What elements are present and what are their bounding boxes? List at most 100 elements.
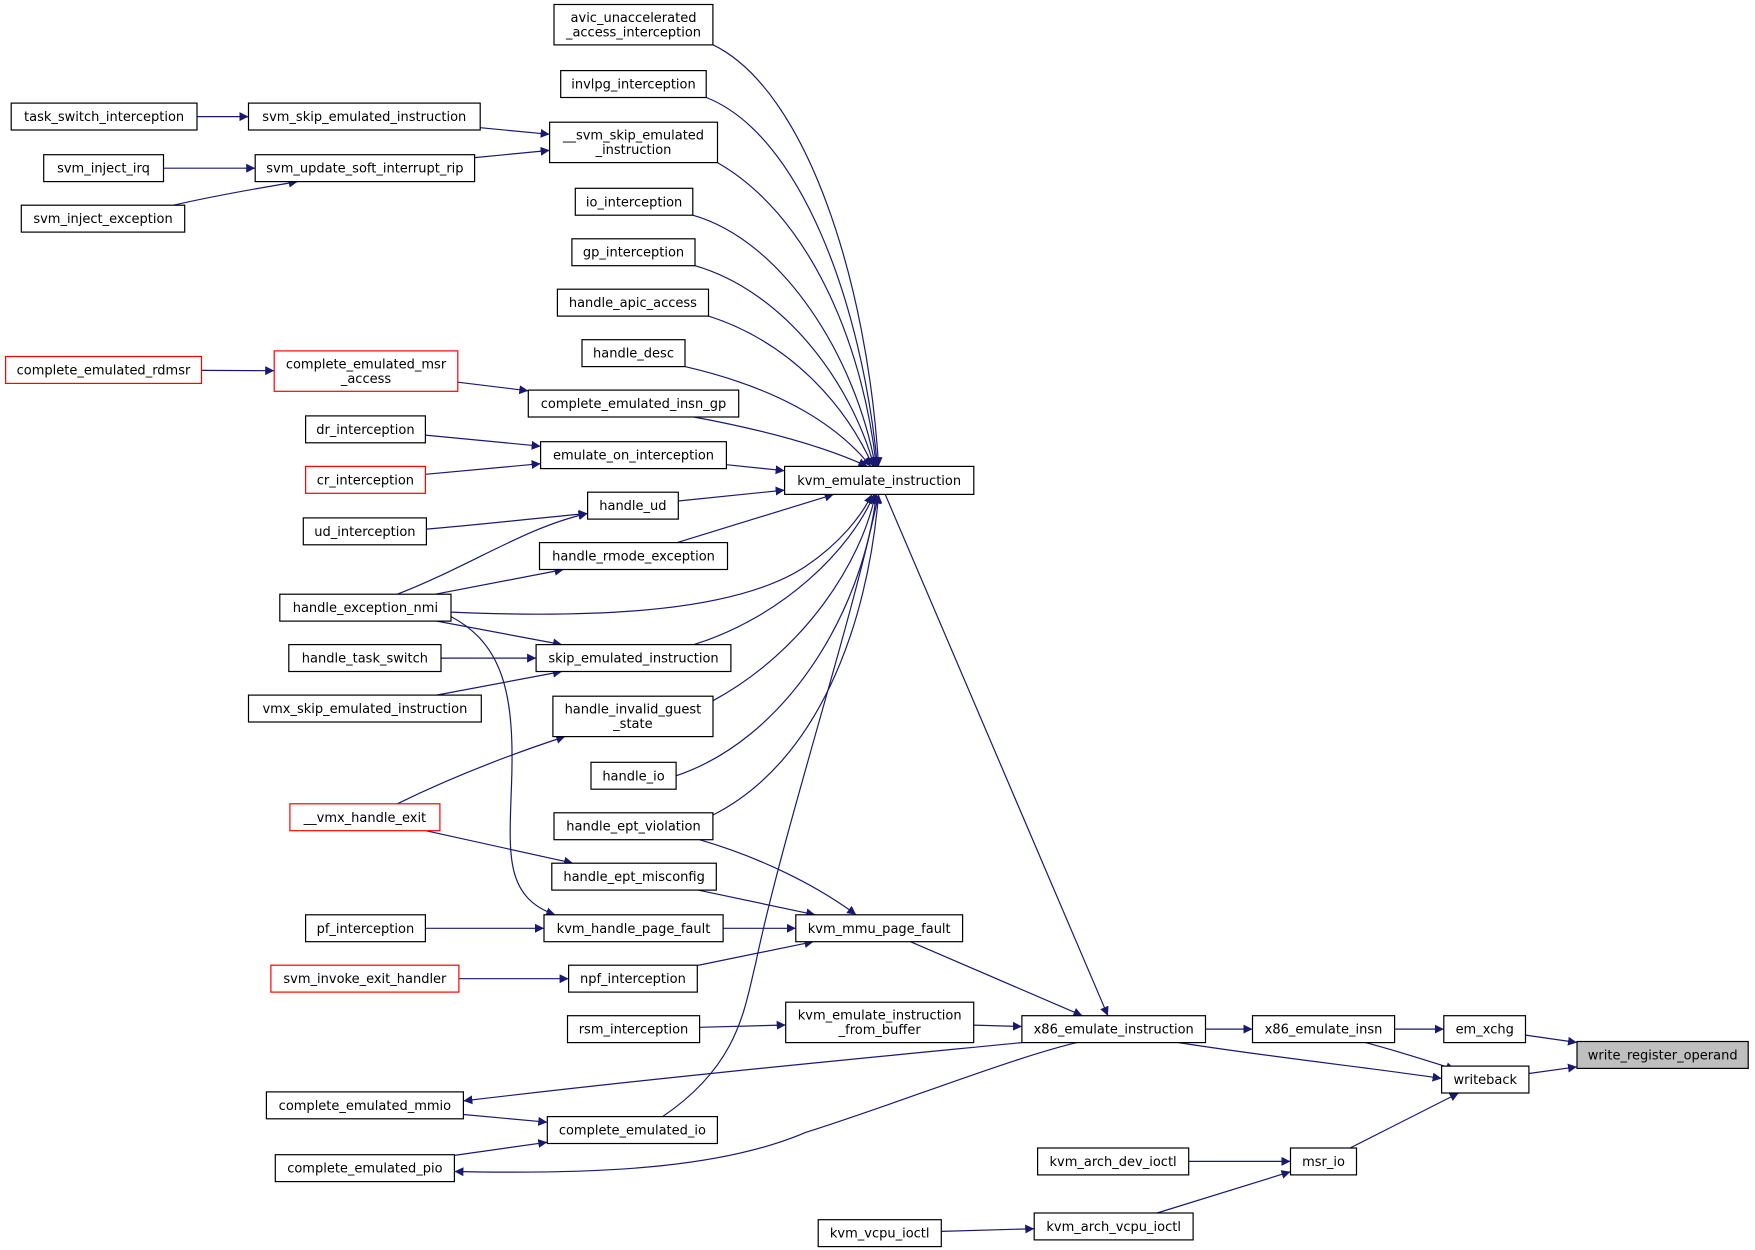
node-handle_invalid_guest_state[interactable]: handle_invalid_guest_state — [552, 695, 714, 738]
node-handle_io[interactable]: handle_io — [590, 761, 677, 790]
node-kvm_arch_dev_ioctl[interactable]: kvm_arch_dev_ioctl — [1036, 1147, 1190, 1176]
node-handle_apic_access[interactable]: handle_apic_access — [556, 288, 710, 317]
node-box — [571, 238, 696, 267]
node-svm_skip_emulated_instruction[interactable]: svm_skip_emulated_instruction — [247, 102, 481, 131]
node-label: _access — [340, 372, 392, 387]
node-handle_ud[interactable]: handle_ud — [586, 491, 679, 520]
node-io_interception[interactable]: io_interception — [574, 187, 694, 216]
node-label: svm_inject_exception — [33, 212, 172, 227]
node-handle_desc[interactable]: handle_desc — [581, 339, 686, 368]
node-box — [553, 812, 714, 841]
node-writeback[interactable]: writeback — [1440, 1065, 1530, 1094]
node-label: handle_rmode_exception — [552, 550, 715, 565]
node-box — [305, 415, 427, 444]
edge-writeback-to-write_register_operand — [1528, 1063, 1578, 1075]
node-complete_emulated_rdmsr[interactable]: complete_emulated_rdmsr — [4, 355, 203, 384]
node-box — [539, 441, 727, 470]
node-box — [270, 964, 460, 993]
node-box — [566, 1015, 701, 1044]
edge-svm_skip_emulated_instruction-to-__svm_skip_emulated_instruction — [480, 127, 550, 138]
node-complete_emulated_msr_access[interactable]: complete_emulated_msr_access — [273, 350, 459, 392]
node-handle_task_switch[interactable]: handle_task_switch — [288, 643, 442, 673]
edge-kvm_arch_vcpu_ioctl-to-msr_io — [1156, 1170, 1291, 1214]
node-label: handle_desc — [593, 347, 674, 362]
node-npf_interception[interactable]: npf_interception — [567, 964, 698, 993]
node-box — [785, 1001, 975, 1044]
node-kvm_arch_vcpu_ioctl[interactable]: kvm_arch_vcpu_ioctl — [1033, 1212, 1194, 1241]
node-box — [552, 695, 714, 738]
edge-cr_interception-to-emulate_on_interception — [425, 460, 541, 475]
node-box — [817, 1219, 942, 1248]
node-label: kvm_arch_vcpu_ioctl — [1046, 1220, 1181, 1235]
node-label: emulate_on_interception — [553, 449, 714, 464]
node-kvm_vcpu_ioctl[interactable]: kvm_vcpu_ioctl — [817, 1219, 942, 1248]
node-label: vmx_skip_emulated_instruction — [262, 702, 467, 717]
node-box — [535, 643, 732, 673]
node-label: complete_emulated_insn_gp — [541, 397, 726, 412]
node-box — [556, 288, 710, 317]
node-ud_interception[interactable]: ud_interception — [302, 517, 427, 546]
node-label: handle_task_switch — [302, 652, 428, 667]
node-kvm_mmu_page_fault[interactable]: kvm_mmu_page_fault — [795, 914, 964, 943]
node-skip_emulated_instruction[interactable]: skip_emulated_instruction — [535, 643, 732, 673]
edge-x86_emulate_instruction-to-writeback — [1178, 1042, 1442, 1082]
node-dr_interception[interactable]: dr_interception — [305, 415, 427, 444]
node-complete_emulated_io[interactable]: complete_emulated_io — [546, 1115, 718, 1145]
node-complete_emulated_insn_gp[interactable]: complete_emulated_insn_gp — [527, 389, 740, 418]
node-box — [1021, 1015, 1207, 1044]
node-kvm_handle_page_fault[interactable]: kvm_handle_page_fault — [543, 914, 724, 943]
node-invlpg_interception[interactable]: invlpg_interception — [560, 69, 707, 99]
node-__svm_skip_emulated_instruction[interactable]: __svm_skip_emulated_instruction — [548, 121, 719, 164]
node-svm_inject_irq[interactable]: svm_inject_irq — [43, 154, 165, 183]
edge-npf_interception-to-kvm_mmu_page_fault — [697, 939, 814, 967]
node-box — [567, 964, 698, 993]
node-kvm_emulate_instruction[interactable]: kvm_emulate_instruction — [783, 465, 975, 495]
node-box — [527, 389, 740, 418]
node-box — [305, 914, 427, 943]
edge-complete_emulated_pio-to-complete_emulated_io — [454, 1139, 548, 1156]
node-handle_ept_misconfig[interactable]: handle_ept_misconfig — [551, 862, 717, 891]
node-svm_invoke_exit_handler[interactable]: svm_invoke_exit_handler — [270, 964, 460, 993]
node-gp_interception[interactable]: gp_interception — [571, 238, 696, 267]
edge-vmx_skip_emulated_instruction-to-skip_emulated_instruction — [436, 668, 563, 696]
node-label: handle_invalid_guest — [565, 703, 702, 718]
edge-handle_ept_misconfig-to-kvm_mmu_page_fault — [697, 889, 816, 918]
node-handle_exception_nmi[interactable]: handle_exception_nmi — [279, 593, 452, 622]
node-svm_update_soft_interrupt_rip[interactable]: svm_update_soft_interrupt_rip — [254, 154, 476, 183]
edge-handle_ept_violation-to-kvm_mmu_page_fault — [699, 839, 857, 916]
node-pf_interception[interactable]: pf_interception — [305, 914, 427, 943]
node-rsm_interception[interactable]: rsm_interception — [566, 1015, 701, 1044]
node-complete_emulated_pio[interactable]: complete_emulated_pio — [274, 1154, 455, 1183]
node-label: handle_ept_violation — [566, 820, 700, 835]
edge-handle_exception_nmi-to-kvm_emulate_instruction — [451, 494, 873, 615]
node-avic_unaccelerated_access_interception[interactable]: avic_unaccelerated_access_interception — [553, 3, 714, 46]
node-task_switch_interception[interactable]: task_switch_interception — [10, 102, 198, 131]
node-msr_io[interactable]: msr_io — [1289, 1147, 1358, 1176]
node-x86_emulate_insn[interactable]: x86_emulate_insn — [1251, 1015, 1396, 1044]
edge-handle_ept_violation-to-kvm_emulate_instruction — [712, 494, 883, 816]
node-em_xchg[interactable]: em_xchg — [1443, 1015, 1527, 1044]
node-label: writeback — [1454, 1073, 1518, 1088]
node-vmx_skip_emulated_instruction[interactable]: vmx_skip_emulated_instruction — [247, 694, 482, 723]
node-__vmx_handle_exit[interactable]: __vmx_handle_exit — [289, 803, 441, 832]
node-handle_rmode_exception[interactable]: handle_rmode_exception — [538, 541, 729, 571]
node-cr_interception[interactable]: cr_interception — [305, 465, 427, 494]
node-handle_ept_violation[interactable]: handle_ept_violation — [553, 812, 714, 841]
node-kvm_emulate_instruction_from_buffer[interactable]: kvm_emulate_instruction_from_buffer — [785, 1001, 975, 1044]
edge-avic_unaccelerated_access_interception-to-kvm_emulate_instruction — [712, 44, 883, 467]
edge-invlpg_interception-to-kvm_emulate_instruction — [706, 96, 882, 467]
node-complete_emulated_mmio[interactable]: complete_emulated_mmio — [265, 1091, 464, 1120]
node-box — [795, 914, 964, 943]
node-label: msr_io — [1302, 1155, 1345, 1170]
edge-ud_interception-to-handle_ud — [426, 509, 588, 530]
node-label: svm_inject_irq — [57, 162, 150, 177]
node-emulate_on_interception[interactable]: emulate_on_interception — [539, 441, 727, 470]
edge-svm_update_soft_interrupt_rip-to-__svm_skip_emulated_instruction — [474, 146, 550, 159]
node-write_register_operand[interactable]: write_register_operand — [1576, 1040, 1749, 1069]
node-label: pf_interception — [317, 922, 415, 937]
node-svm_inject_exception[interactable]: svm_inject_exception — [20, 204, 186, 233]
node-label: task_switch_interception — [24, 110, 184, 125]
edge-__svm_skip_emulated_instruction-to-kvm_emulate_instruction — [717, 162, 880, 467]
node-x86_emulate_instruction[interactable]: x86_emulate_instruction — [1021, 1015, 1207, 1044]
